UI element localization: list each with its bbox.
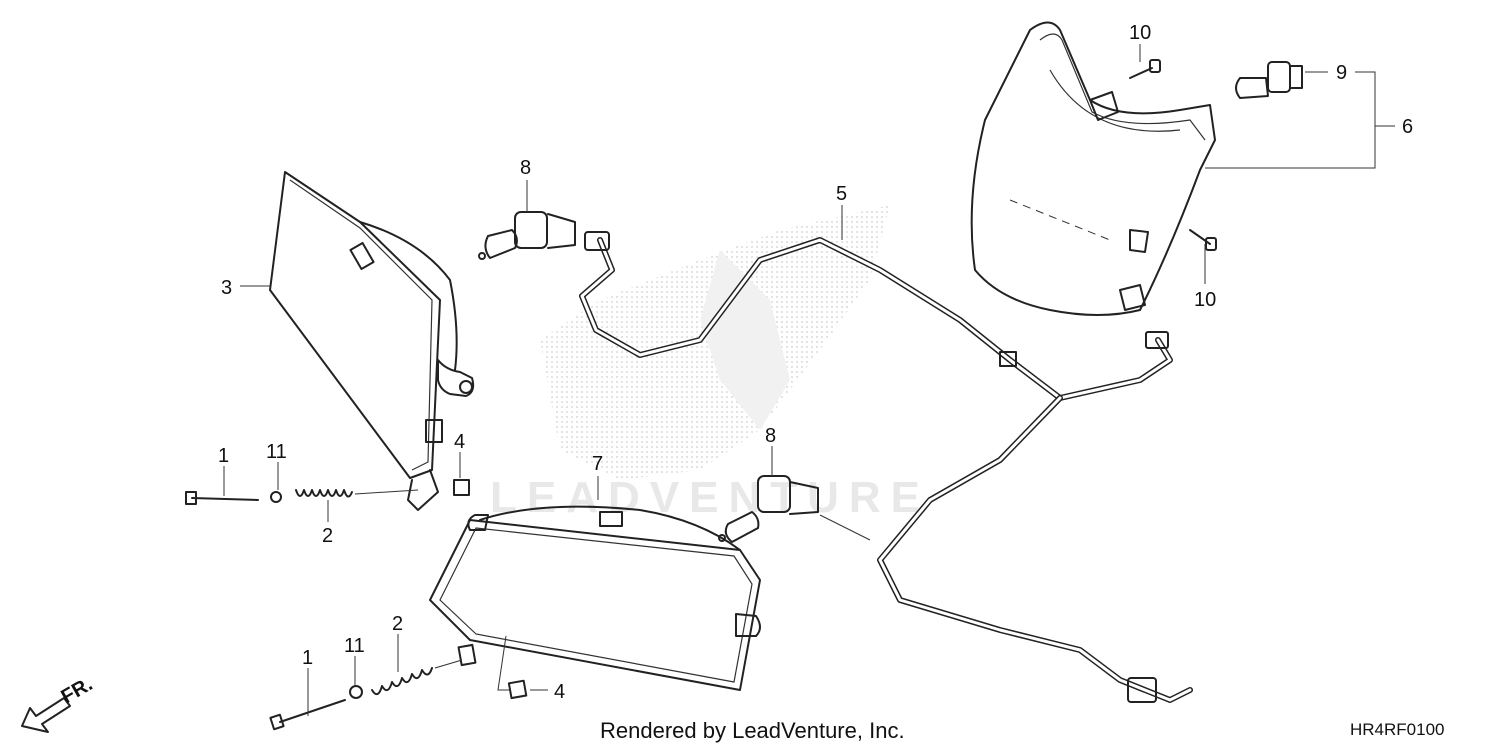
callout-7: 7 [592, 453, 603, 475]
render-credit: Rendered by LeadVenture, Inc. [600, 718, 905, 743]
screw-lower [1189, 229, 1217, 251]
leader-lines [223, 44, 1395, 716]
callout-1-lower: 1 [302, 647, 313, 669]
callout-4-lower: 4 [554, 681, 565, 703]
adjuster-hardware-lower [269, 635, 528, 731]
callout-10-upper: 10 [1129, 22, 1151, 44]
adjuster-hardware-upper [185, 479, 470, 505]
diagram-code: HR4RF0100 [1350, 720, 1445, 739]
right-headlight-assembly [429, 505, 761, 691]
small-bulb [1235, 61, 1303, 99]
callout-4-upper: 4 [454, 431, 465, 453]
upper-light-housing [970, 21, 1216, 316]
callout-5: 5 [836, 183, 847, 205]
wiring-harness [579, 231, 1193, 703]
screw-upper [1129, 59, 1161, 79]
callout-10-lower: 10 [1194, 289, 1216, 311]
callout-8-upper: 8 [520, 157, 531, 179]
callout-8-lower: 8 [765, 425, 776, 447]
callout-11-upper: 11 [266, 441, 287, 463]
headlight-bulb-upper [478, 211, 576, 260]
callout-3: 3 [221, 277, 232, 299]
callout-2-upper: 2 [322, 525, 333, 547]
watermark-text: LEADVENTURE [490, 473, 930, 522]
watermark-logo [540, 205, 890, 480]
headlight-bulb-lower [718, 475, 819, 543]
callout-2-lower: 2 [392, 613, 403, 635]
callout-11-lower: 11 [344, 635, 365, 657]
left-headlight-assembly [269, 171, 475, 511]
front-direction-arrow-icon [21, 697, 71, 733]
callout-1-upper: 1 [218, 445, 229, 467]
callout-9: 9 [1336, 62, 1347, 84]
callout-6: 6 [1402, 116, 1413, 138]
